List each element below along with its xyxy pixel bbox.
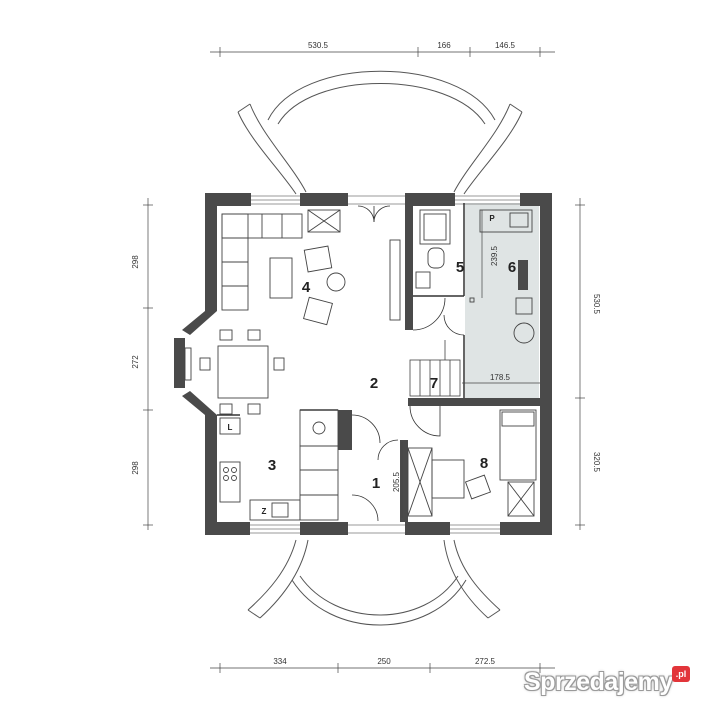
watermark-text: Sprzedajemy bbox=[524, 668, 673, 696]
dim-left-1: 298 bbox=[131, 255, 140, 269]
dim-left-2: 272 bbox=[131, 355, 140, 369]
room-label-2: 2 bbox=[370, 375, 378, 392]
top-canopy bbox=[237, 70, 523, 195]
doors bbox=[351, 205, 465, 522]
interior-walls bbox=[338, 203, 540, 522]
windows bbox=[250, 195, 520, 534]
dim-hall-width: 205.5 bbox=[392, 471, 401, 492]
pantry-label-p: P bbox=[489, 214, 495, 223]
dining-table bbox=[184, 329, 285, 415]
utility-fixtures bbox=[469, 209, 535, 344]
dim-right-2: 320.5 bbox=[592, 452, 601, 473]
room-label-5: 5 bbox=[456, 259, 464, 276]
dim-bottom-1: 334 bbox=[273, 657, 287, 666]
fridge-label-l: L bbox=[228, 423, 233, 432]
watermark: Sprzedajemy .pl bbox=[524, 666, 704, 704]
dimension-lines bbox=[143, 47, 585, 673]
dim-top-2: 166 bbox=[437, 41, 451, 50]
dim-left-3: 298 bbox=[131, 461, 140, 475]
bathroom-fixtures bbox=[415, 209, 451, 289]
kitchen-furniture bbox=[219, 409, 339, 521]
room-label-8: 8 bbox=[480, 455, 488, 472]
dim-bottom-3: 272.5 bbox=[475, 657, 496, 666]
watermark-badge: .pl bbox=[672, 666, 690, 682]
dim-room6-depth: 239.5 bbox=[490, 245, 499, 266]
dim-top-1: 530.5 bbox=[308, 41, 329, 50]
bedroom-furniture bbox=[407, 409, 537, 517]
room-label-4: 4 bbox=[302, 279, 311, 296]
living-furniture bbox=[221, 209, 401, 326]
exterior-walls bbox=[174, 193, 552, 535]
dim-bottom-2: 250 bbox=[377, 657, 391, 666]
dim-right-1: 530.5 bbox=[592, 294, 601, 315]
room-label-3: 3 bbox=[268, 457, 276, 474]
thin-walls bbox=[217, 203, 465, 416]
room-6-fill bbox=[465, 203, 539, 401]
room-label-6: 6 bbox=[508, 259, 516, 276]
room-label-1: 1 bbox=[372, 475, 380, 492]
sink-label-z: Z bbox=[262, 507, 267, 516]
bottom-canopy bbox=[247, 539, 501, 626]
dim-stair-width: 178.5 bbox=[490, 373, 511, 382]
dim-top-3: 146.5 bbox=[495, 41, 516, 50]
room-label-7: 7 bbox=[430, 375, 438, 392]
stairs bbox=[409, 340, 461, 397]
